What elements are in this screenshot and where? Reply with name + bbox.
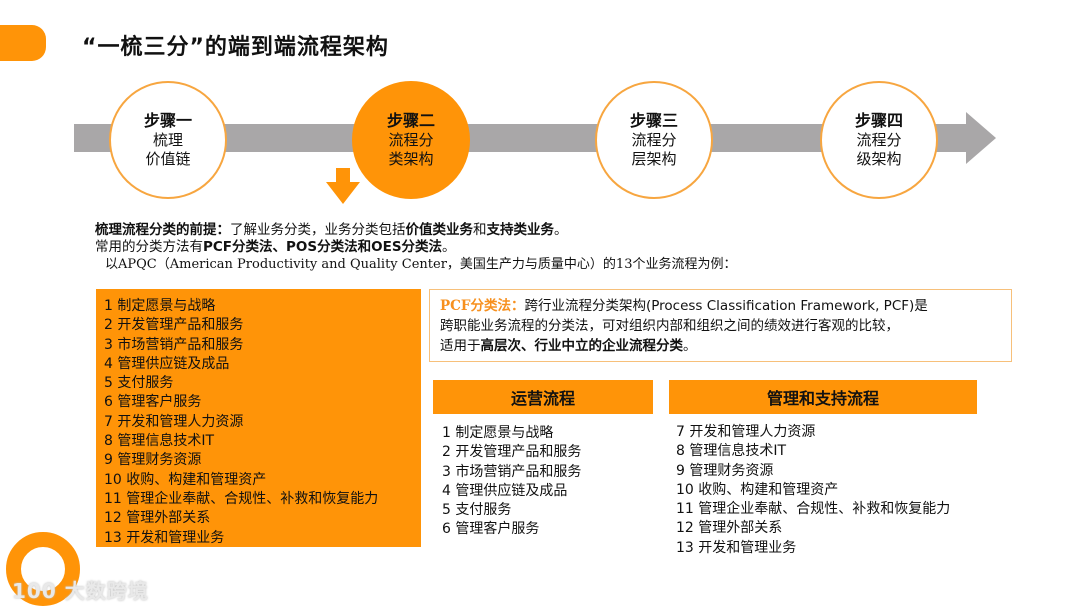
operations-list: 1 制定愿景与战略 2 开发管理产品和服务 3 市场营销产品和服务 4 管理供应… (442, 424, 581, 540)
list-item: 1 制定愿景与战略 (104, 298, 216, 314)
list-item: 11 管理企业奉献、合规性、补救和恢复能力 (676, 501, 951, 518)
list-item: 9 管理财务资源 (104, 452, 202, 469)
list-item: 3 市场营销产品和服务 (104, 336, 244, 353)
step-3-circle: 步骤三 流程分 层架构 (595, 81, 713, 199)
list-item: 6 管理客户服务 (442, 521, 540, 538)
down-arrow-icon (326, 168, 360, 204)
step-1-circle: 步骤一 梳理 价值链 (109, 81, 227, 199)
support-header: 管理和支持流程 (669, 380, 977, 414)
list-item: 7 开发和管理人力资源 (104, 413, 244, 430)
step-desc: 流程分 (631, 131, 677, 149)
all-processes-list: 1 制定愿景与战略 2 开发管理产品和服务 3 市场营销产品和服务 4 管理供应… (96, 289, 421, 547)
list-item: 12 管理外部关系 (104, 510, 211, 527)
list-item: 2 开发管理产品和服务 (442, 444, 582, 461)
step-title: 步骤四 (854, 111, 903, 130)
list-item: 8 管理信息技术IT (104, 433, 215, 450)
list-item: 7 开发和管理人力资源 (676, 424, 816, 440)
step-title: 步骤二 (386, 111, 435, 130)
step-desc: 类架构 (388, 150, 434, 168)
pcf-definition-box: PCF分类法：跨行业流程分类架构(Process Classification … (429, 289, 1012, 362)
list-item: 3 市场营销产品和服务 (442, 463, 582, 480)
step-desc: 价值链 (145, 150, 191, 168)
operations-header: 运营流程 (433, 380, 653, 414)
step-title: 步骤三 (629, 111, 678, 130)
list-item: 9 管理财务资源 (676, 462, 774, 479)
list-item: 8 管理信息技术IT (676, 443, 787, 460)
step-desc: 层架构 (631, 150, 677, 168)
watermark-logo: 100 大数跨境 (12, 579, 149, 603)
step-desc: 流程分 (388, 131, 434, 149)
list-item: 13 开发和管理业务 (676, 539, 797, 556)
list-item: 6 管理客户服务 (104, 394, 202, 411)
list-item: 5 支付服务 (442, 502, 512, 519)
list-item: 12 管理外部关系 (676, 520, 783, 537)
list-item: 13 开发和管理业务 (104, 529, 225, 546)
list-item: 4 管理供应链及成品 (104, 355, 230, 372)
step-4-circle: 步骤四 流程分 级架构 (820, 81, 938, 199)
step-desc: 流程分 (856, 131, 902, 149)
list-item: 10 收购、构建和管理资产 (104, 471, 267, 488)
list-item: 2 开发管理产品和服务 (104, 317, 244, 334)
list-item: 1 制定愿景与战略 (442, 425, 554, 441)
step-desc: 级架构 (856, 150, 902, 168)
step-desc: 梳理 (152, 131, 183, 149)
arrow-head-icon (966, 112, 996, 164)
intro-text: 梳理流程分类的前提：了解业务分类，业务分类包括价值类业务和支持类业务。 常用的分… (95, 222, 737, 272)
step-title: 步骤一 (143, 111, 192, 130)
page-title: “一梳三分”的端到端流程架构 (82, 35, 389, 60)
list-item: 4 管理供应链及成品 (442, 482, 568, 499)
header-accent-tab (0, 25, 46, 61)
list-item: 11 管理企业奉献、合规性、补救和恢复能力 (104, 490, 379, 507)
list-item: 10 收购、构建和管理资产 (676, 481, 839, 498)
support-list: 7 开发和管理人力资源 8 管理信息技术IT 9 管理财务资源 10 收购、构建… (676, 423, 950, 558)
list-item: 5 支付服务 (104, 375, 174, 392)
step-2-circle: 步骤二 流程分 类架构 (352, 81, 470, 199)
